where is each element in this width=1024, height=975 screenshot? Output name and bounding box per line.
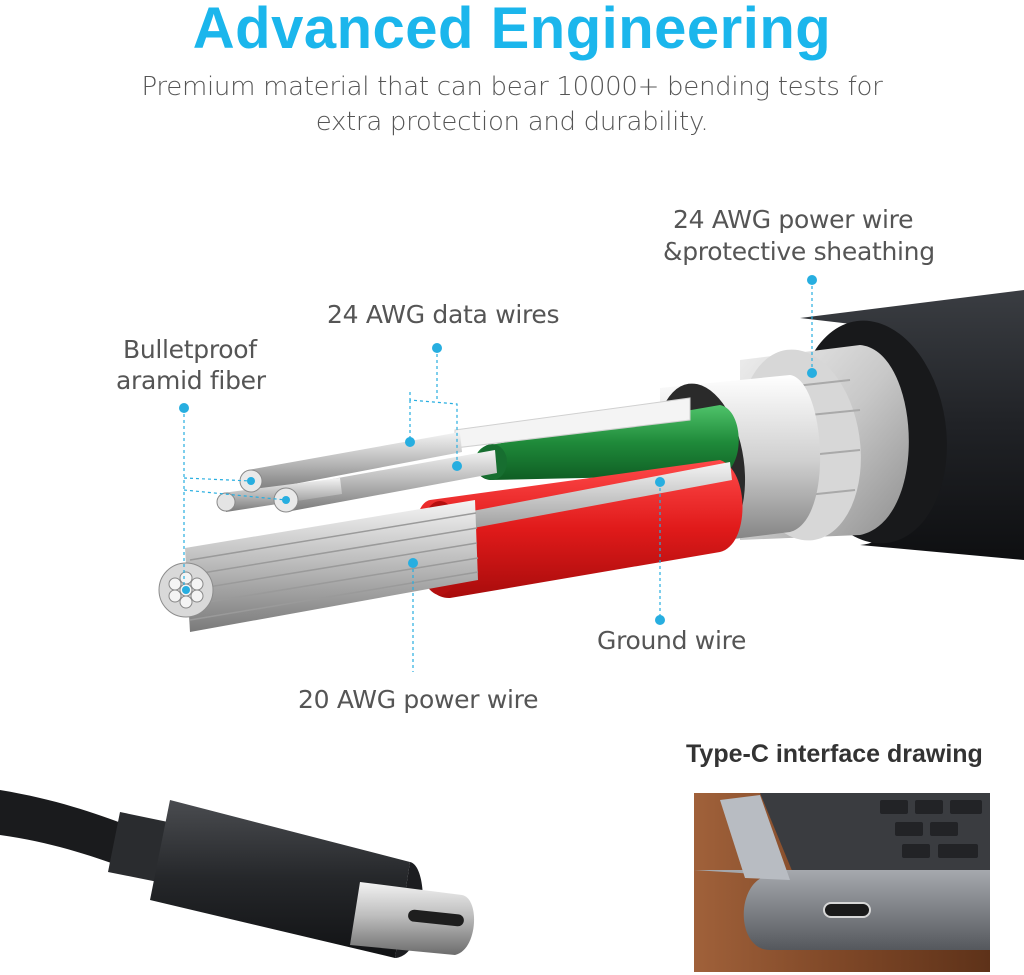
subtitle-line-2: extra protection and durability. — [315, 107, 709, 137]
callout-dot — [452, 461, 462, 471]
label-aramid-line1: Bulletproof — [123, 335, 257, 364]
usb-c-plug — [0, 790, 475, 958]
callout-dot — [182, 586, 190, 594]
callout-dot — [179, 403, 189, 413]
label-power-wire-20awg: 20 AWG power wire — [298, 685, 539, 714]
callout-dot — [655, 477, 665, 487]
callout-lines — [183, 280, 813, 672]
callout-dot — [282, 496, 290, 504]
callout-dot — [807, 368, 817, 378]
inset-caption: Type-C interface drawing — [686, 740, 983, 768]
callout-dot — [408, 558, 418, 568]
callout-dots — [179, 275, 817, 625]
callout-dot — [655, 615, 665, 625]
subtitle-line-1: Premium material that can bear 10000+ be… — [141, 72, 883, 102]
page-title: Advanced Engineering — [192, 0, 832, 61]
callout-dot — [405, 437, 415, 447]
label-power-wire-sheath-line1: 24 AWG power wire — [673, 205, 914, 234]
type-c-port-photo — [694, 793, 990, 972]
label-aramid-line2: aramid fiber — [116, 366, 266, 395]
label-ground-wire: Ground wire — [597, 626, 747, 655]
label-power-wire-sheath-line2: &protective sheathing — [663, 237, 935, 266]
power-wire-strands — [158, 500, 479, 632]
label-data-wires: 24 AWG data wires — [327, 300, 560, 329]
callout-dot — [807, 275, 817, 285]
callout-dot — [247, 477, 255, 485]
callout-dot — [432, 343, 442, 353]
